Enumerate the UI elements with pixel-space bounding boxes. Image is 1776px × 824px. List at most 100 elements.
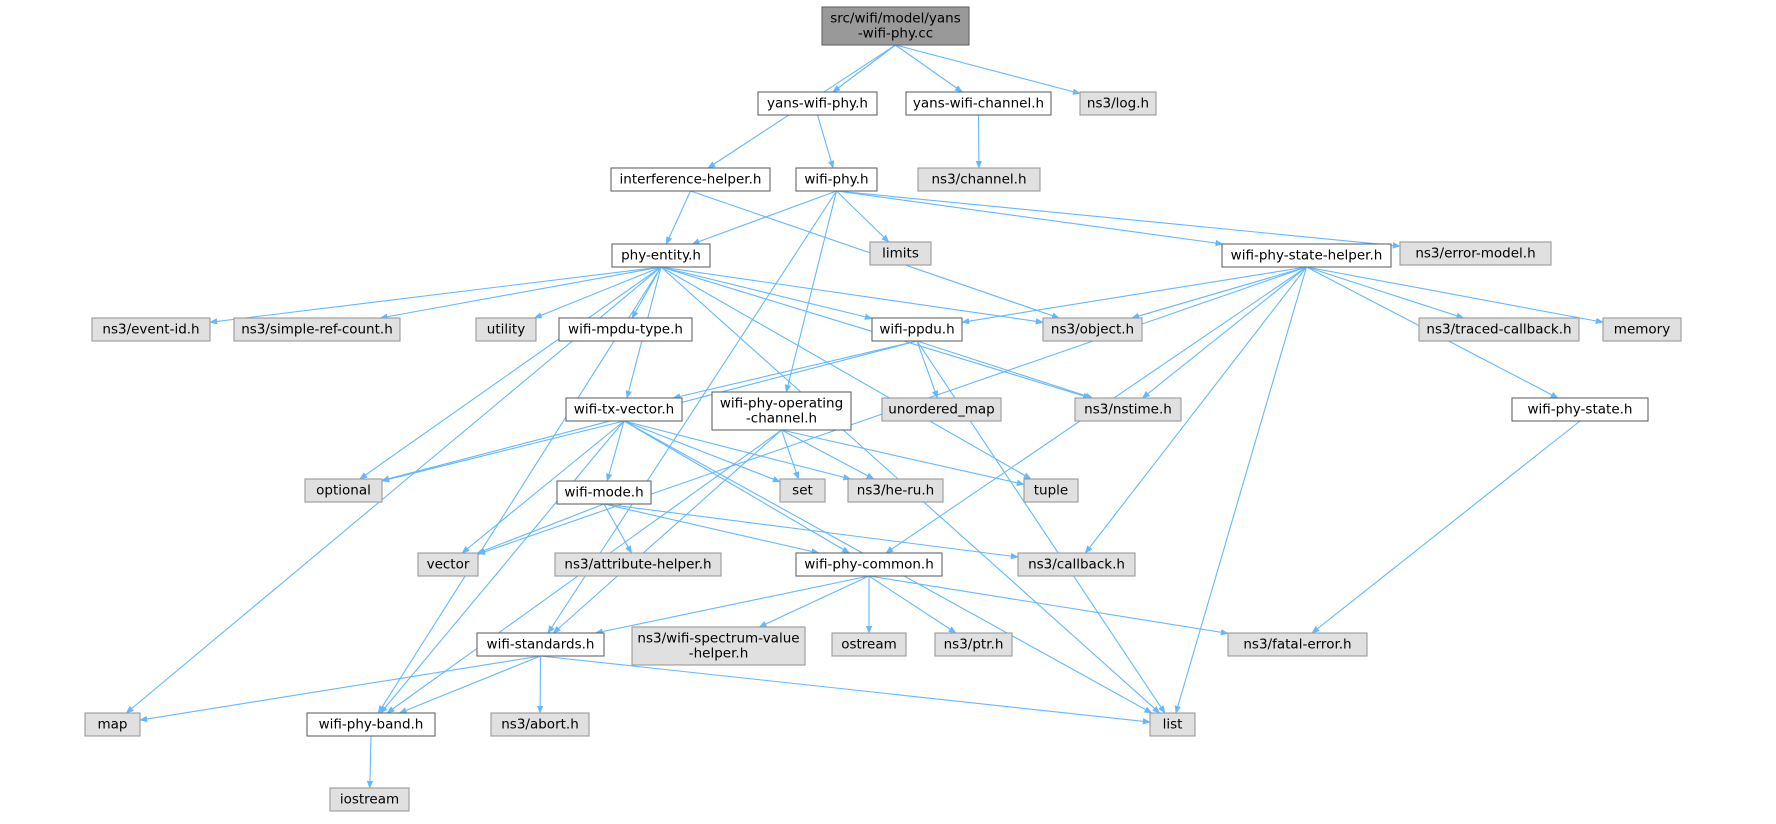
node-chan: ns3/channel.h [917, 167, 1041, 192]
node-mode[interactable]: wifi-mode.h [556, 480, 652, 505]
node-traced-box [1418, 317, 1580, 342]
node-ostream-label: ostream [841, 637, 897, 653]
node-nstime-label: ns3/nstime.h [1084, 402, 1172, 418]
node-phystate-label: wifi-phy-state.h [1528, 402, 1633, 418]
edge-mode-to-vector [476, 503, 605, 554]
node-simpleref: ns3/simple-ref-count.h [233, 317, 401, 342]
edge-phystate-to-fatal [1311, 420, 1581, 634]
node-phyent[interactable]: phy-entity.h [611, 243, 711, 268]
node-ppdu-box [871, 317, 963, 342]
edge-txvec-to-optional [381, 420, 625, 483]
edge-statehelper-to-nstime [1141, 266, 1307, 399]
node-tuple-label: tuple [1034, 483, 1068, 499]
edge-statehelper-to-ppdu [961, 266, 1307, 325]
node-eventid-box [91, 317, 211, 342]
node-optional-label: optional [316, 483, 371, 499]
node-opchan[interactable]: wifi-phy-operating-channel.h [711, 391, 852, 431]
edge-txvec-to-mode [606, 420, 625, 482]
node-interf-box [610, 167, 771, 192]
edge-root-to-yans_chan [895, 44, 963, 93]
node-fatal: ns3/fatal-error.h [1227, 632, 1368, 657]
node-memory: memory [1602, 317, 1682, 342]
edge-ppdu-to-nstime [916, 340, 1094, 399]
node-iostream-box [329, 787, 410, 812]
node-common[interactable]: wifi-phy-common.h [795, 552, 943, 577]
node-phystate[interactable]: wifi-phy-state.h [1511, 397, 1649, 422]
edge-layer [125, 44, 1604, 789]
node-phystate-box [1511, 397, 1649, 422]
node-mode-label: wifi-mode.h [564, 485, 643, 501]
node-txvec[interactable]: wifi-tx-vector.h [565, 397, 683, 422]
node-interf[interactable]: interference-helper.h [610, 167, 771, 192]
node-opchan-box [711, 391, 852, 431]
edge-ppdu-to-txvec [672, 340, 918, 400]
node-heru-label: ns3/he-ru.h [857, 483, 934, 499]
node-callback-label: ns3/callback.h [1028, 557, 1125, 573]
node-list-box [1149, 712, 1196, 737]
node-abort: ns3/abort.h [490, 712, 590, 737]
node-root-label: -wifi-phy.cc [858, 26, 933, 42]
node-traced-label: ns3/traced-callback.h [1426, 322, 1571, 338]
edge-statehelper-to-list [1174, 266, 1308, 714]
node-wifiphy[interactable]: wifi-phy.h [795, 167, 878, 192]
edge-standards-to-map [139, 655, 541, 723]
node-chan-label: ns3/channel.h [932, 172, 1027, 188]
node-fatal-label: ns3/fatal-error.h [1243, 637, 1351, 653]
node-nstime: ns3/nstime.h [1074, 397, 1182, 422]
node-band[interactable]: wifi-phy-band.h [306, 712, 436, 737]
node-heru: ns3/he-ru.h [847, 478, 944, 503]
node-vector: vector [417, 552, 479, 577]
node-statehelper[interactable]: wifi-phy-state-helper.h [1221, 243, 1392, 268]
node-ostream: ostream [831, 632, 907, 657]
node-callback: ns3/callback.h [1017, 552, 1136, 577]
edge-phyent-to-optional [359, 266, 662, 480]
node-ptr-label: ns3/ptr.h [944, 637, 1004, 653]
node-mpdutype[interactable]: wifi-mpdu-type.h [558, 317, 693, 342]
node-opchan-label: -channel.h [746, 411, 817, 427]
edge-mode-to-attrhelper [603, 503, 633, 554]
node-unordered-label: unordered_map [888, 402, 994, 418]
node-eventid-label: ns3/event-id.h [102, 322, 199, 338]
node-yans_chan[interactable]: yans-wifi-channel.h [905, 91, 1052, 116]
node-standards[interactable]: wifi-standards.h [476, 632, 605, 657]
node-log-box [1079, 91, 1157, 116]
node-abort-label: ns3/abort.h [501, 717, 579, 733]
edge-ppdu-to-unordered [916, 340, 938, 399]
node-opchan-label: wifi-phy-operating [720, 396, 843, 412]
node-iostream: iostream [329, 787, 410, 812]
node-spectrum: ns3/wifi-spectrum-value-helper.h [631, 626, 806, 666]
node-attrhelper: ns3/attribute-helper.h [554, 552, 722, 577]
node-set: set [779, 478, 826, 503]
node-unordered-box [881, 397, 1002, 422]
node-tuple: tuple [1023, 478, 1079, 503]
node-simpleref-box [233, 317, 401, 342]
edge-standards-to-list [540, 655, 1151, 725]
node-ostream-box [831, 632, 907, 657]
edge-txvec-to-common [623, 420, 851, 554]
node-yans_phy[interactable]: yans-wifi-phy.h [757, 91, 878, 116]
edge-wifiphy-to-limits [836, 190, 890, 243]
node-object: ns3/object.h [1042, 317, 1143, 342]
node-set-box [779, 478, 826, 503]
node-abort-box [490, 712, 590, 737]
edge-statehelper-to-callback [1084, 266, 1307, 554]
node-set-label: set [792, 483, 813, 499]
edge-txvec-to-set [623, 420, 781, 483]
node-statehelper-label: wifi-phy-state-helper.h [1231, 248, 1383, 264]
node-root-box [821, 6, 970, 46]
node-utility-box [475, 317, 537, 342]
node-log: ns3/log.h [1079, 91, 1157, 116]
node-ppdu[interactable]: wifi-ppdu.h [871, 317, 963, 342]
node-band-label: wifi-phy-band.h [319, 717, 424, 733]
node-yans_phy-box [757, 91, 878, 116]
edge-phyent-to-simpleref [379, 266, 662, 320]
node-root[interactable]: src/wifi/model/yans-wifi-phy.cc [821, 6, 970, 46]
node-ptr: ns3/ptr.h [934, 632, 1013, 657]
edge-opchan-to-set [780, 429, 800, 480]
edge-phyent-to-tuple [660, 266, 1032, 480]
node-spectrum-box [631, 626, 806, 666]
node-common-box [795, 552, 943, 577]
node-limits-box [869, 241, 932, 266]
edge-common-to-standards [594, 575, 870, 635]
